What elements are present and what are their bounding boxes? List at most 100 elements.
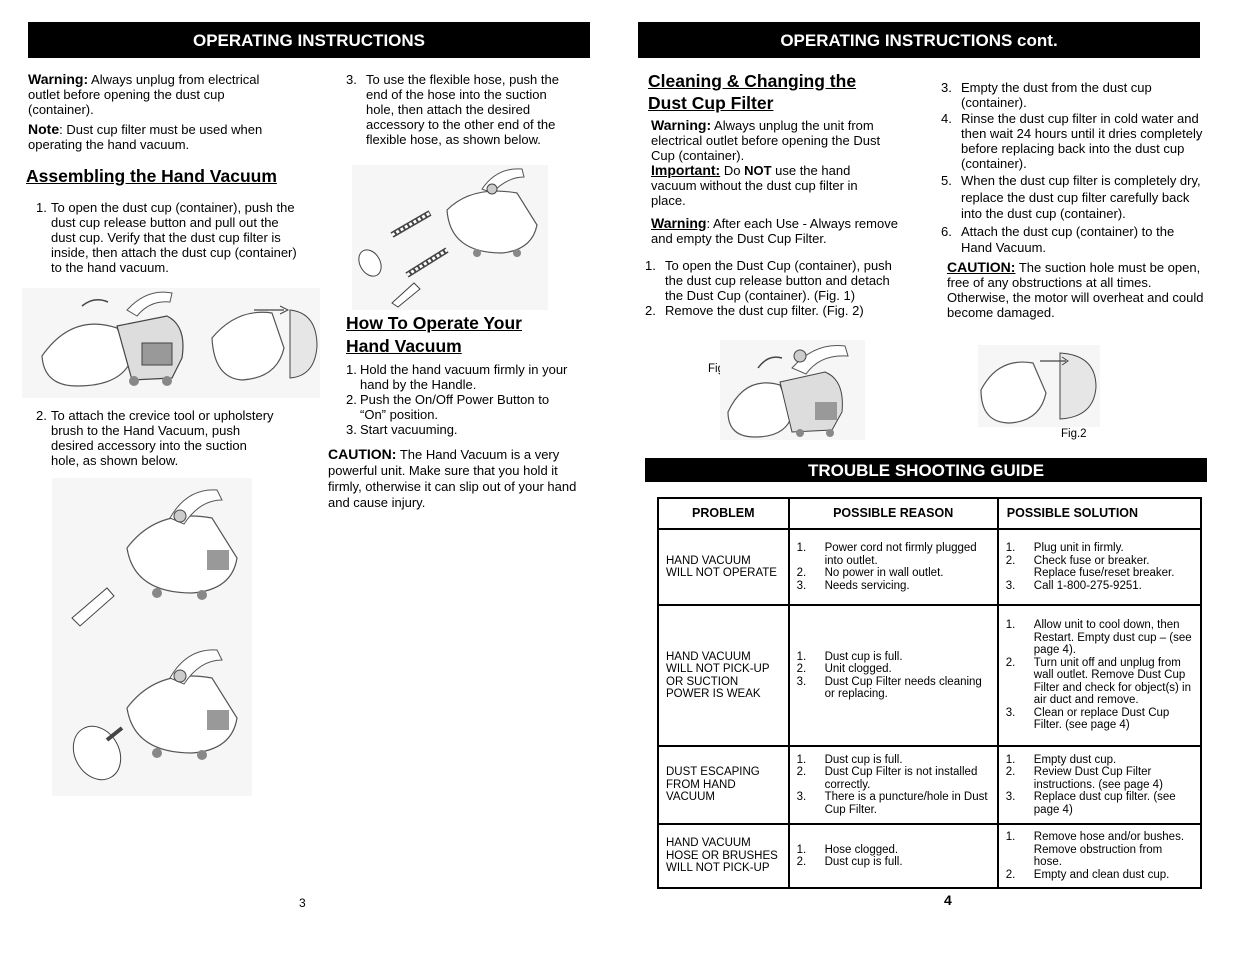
solution-cell: 1.Empty dust cup. 2.Review Dust Cup Filt… [996,745,1203,825]
item-text: Replace dust cup filter. (see page 4) [1033,791,1176,816]
list-item: 1.Plug unit in firmly. [1006,542,1193,555]
column-header-problem: PROBLEM [657,497,790,530]
operate-steps: 1.Hold the hand vacuum firmly in your ha… [346,362,574,437]
step-number: 2. [645,303,656,318]
item-number: 3. [796,791,807,804]
clean-title: Cleaning & Changing the Dust Cup Filter [648,70,856,114]
item-text: Turn unit off and unplug from wall outle… [1033,656,1192,707]
left-warning: Warning: Always unplug from electrical o… [28,72,288,118]
list-item: 2.Dust Cup Filter is not installed corre… [797,766,990,791]
item-text: Clean or replace Dust Cup Filter. (see p… [1033,706,1170,732]
step-number: 4. [941,111,952,126]
step-text: Push the On/Off Power Button to “On” pos… [360,392,550,422]
item-text: Empty dust cup. [1033,753,1117,766]
clean-title-line-2: Dust Cup Filter [648,93,774,113]
problem-cell: HAND VACUUM WILL NOT OPERATE [657,528,790,606]
table-row: DUST ESCAPING FROM HAND VACUUM 1.Dust cu… [657,745,1203,825]
operate-title: How To Operate Your Hand Vacuum [346,312,522,358]
item-number: 2. [1005,554,1016,567]
item-text: Power cord not firmly plugged into outle… [824,542,977,567]
list-item: 3.Clean or replace Dust Cup Filter. (see… [1006,707,1193,732]
list-item: 6.Attach the dust cup (container) to the… [941,224,1207,257]
right-page-number: 4 [944,892,952,908]
item-text: Dust Cup Filter needs cleaning or replac… [824,675,982,701]
list-item: 5.When the dust cup filter is completely… [941,173,1207,223]
item-number: 3. [796,579,807,592]
clean-title-line-1: Cleaning & Changing the [648,71,857,91]
assemble-title: Assembling the Hand Vacuum [26,166,277,186]
caution-text: The suction hole must be open, free of a… [947,260,1204,320]
item-text: Review Dust Cup Filter instructions. (se… [1033,766,1163,791]
item-text: No power in wall outlet. [824,567,944,579]
item-text: Dust Cup Filter is not installed correct… [824,766,978,791]
list-item: 3.Replace dust cup filter. (see page 4) [1006,791,1193,816]
item-text: Remove hose and/or bushes. Remove obstru… [1033,831,1185,868]
trouble-shooting-header-text: TROUBLE SHOOTING GUIDE [807,460,1045,480]
step-number: 3. [941,80,952,95]
item-number: 2. [796,856,807,868]
list-item: 3.Start vacuuming. [346,422,574,437]
step-text: Rinse the dust cup filter in cold water … [961,111,1203,171]
item-number: 2. [796,567,807,579]
list-item: 1. Power cord not firmly plugged into out… [797,542,990,567]
step-number: 1. [346,362,357,377]
step-number: 3. [346,72,357,87]
list-item: 3.To use the flexible hose, push the end… [346,72,564,147]
table-row: HAND VACUUM WILL NOT PICK-UP OR SUCTION … [657,604,1203,747]
item-text: Dust cup is full. [824,650,903,663]
assemble-step-2: 2. To attach the crevice tool or upholste… [36,408,276,468]
important-label: Important: [651,162,721,178]
solution-cell: 1.Remove hose and/or bushes. Remove obst… [996,823,1203,889]
list-item: 4. Rinse the dust cup filter in cold wate… [941,111,1207,171]
caution-text: The Hand Vacuum is a very powerful unit.… [328,447,577,510]
fig2-illustration [978,345,1100,427]
list-item: 1. Dust cup is full. [797,651,990,664]
reason-cell: 1. Dust cup is full. 2.Unit clogged. 3. Du… [787,604,999,747]
caution-label: CAUTION: [947,259,1016,275]
item-text: Call 1-800-275-9251. [1033,579,1142,592]
item-text: Allow unit to cool down, then Restart. E… [1033,619,1192,657]
left-note: Note: Dust cup filter must be used when … [28,122,288,153]
step-text: Remove the dust cup filter. (Fig. 2) [665,303,864,318]
list-item: 1. To open the dust cup (container), push… [36,200,298,275]
item-text: Check fuse or breaker. Replace fuse/rese… [1033,554,1175,580]
item-number: 3. [796,675,807,688]
item-text: Empty and clean dust cup. [1033,868,1170,881]
item-text: Dust cup is full. [824,753,903,766]
caution-label: CAUTION: [328,446,397,462]
step-number: 1. [36,200,47,215]
list-item: 1.Hold the hand vacuum firmly in your ha… [346,362,574,392]
item-number: 1. [796,542,807,554]
step-number: 2. [346,392,357,407]
step-number: 1. [645,258,656,273]
item-number: 1. [796,650,807,663]
step-number: 3. [346,422,357,437]
list-item: 3. Dust Cup Filter needs cleaning or repl… [797,676,990,701]
step-text: Empty the dust from the dust cup (contai… [961,80,1152,110]
step-number: 5. [941,173,952,188]
list-item: 2.Unit clogged. [797,663,990,676]
list-item: 1.Remove hose and/or bushes. Remove obst… [1006,831,1193,869]
list-item: 2. Remove the dust cup filter. (Fig. 2) [645,303,895,318]
important-post: use the hand vacuum without the dust cup… [651,163,858,208]
step-number: 2. [36,408,47,423]
list-item: 2.Empty and clean dust cup. [1006,869,1193,882]
column-header-reason: POSSIBLE REASON [787,497,999,530]
list-item: 1.Empty dust cup. [1006,754,1193,767]
right-warning: Warning: Always unplug the unit from ele… [651,118,903,164]
list-item: 2.Dust cup is full. [797,856,990,869]
item-text: Needs servicing. [824,579,910,592]
table-row: HAND VACUUM WILL NOT OPERATE 1. Power cor… [657,528,1203,606]
list-item: 3. Empty the dust from the dust cup (cont… [941,80,1207,110]
step-text: Hold the hand vacuum firmly in your hand… [360,362,568,392]
left-caution: CAUTION: The Hand Vacuum is a very power… [328,446,578,511]
list-item: 2. Check fuse or breaker. Replace fuse/re… [1006,555,1193,580]
step-text: To attach the crevice tool or upholstery… [51,408,274,468]
warning2-text: : After each Use - Always remove and emp… [651,216,898,246]
fig2-label: Fig.2 [1061,428,1087,440]
step-text: To open the dust cup (container), push t… [51,200,297,275]
item-number: 1. [796,753,807,766]
item-text: Unit clogged. [824,663,892,675]
list-item: 3.Call 1-800-275-9251. [1006,580,1193,593]
warning-text: Always unplug the unit from electrical o… [651,118,881,163]
